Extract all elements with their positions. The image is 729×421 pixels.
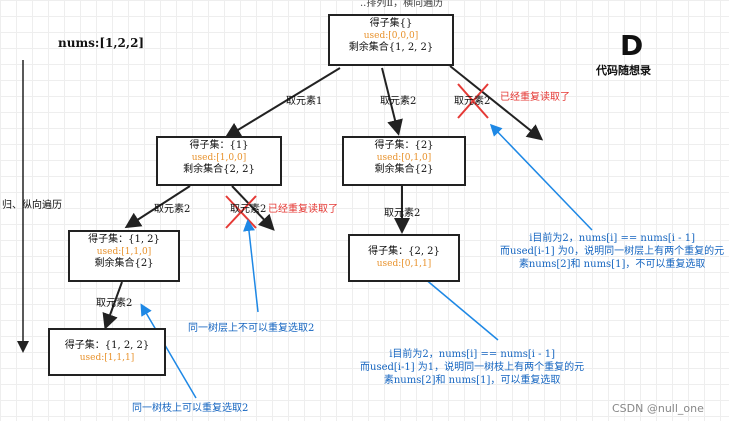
node-root-line1: 得子集{}: [369, 18, 413, 29]
blue-arrow-right: [489, 123, 593, 231]
edge-label-n12: 取元素2: [96, 298, 133, 309]
node-n22: 得子集：{2, 2} used:[0,1,1]: [348, 234, 460, 282]
csdn-watermark: CSDN @null_one: [612, 402, 704, 415]
annotation-bottom-line3: 素nums[2]和 nums[1]，可以重复选取: [383, 375, 561, 386]
dup-note-root: 已经重复读取了: [500, 92, 570, 103]
annotation-right-line1: i目前为2，nums[i] == nums[i - 1]: [529, 233, 695, 244]
blue-arrow-same-branch: [140, 303, 197, 399]
edge-n1-n12: [124, 185, 191, 229]
edge-root-n1: [224, 67, 341, 139]
node-n2-line3: 剩余集合{2}: [374, 164, 434, 175]
node-n1: 得子集：{1} used:[1,0,0] 剩余集合{2, 2}: [156, 136, 282, 186]
node-n12-line1: 得子集：{1, 2}: [88, 234, 160, 245]
edge-n12-n122: [102, 281, 123, 330]
node-n1-line1: 得子集：{1}: [189, 140, 249, 151]
edge-label-root-3: 取元素2: [454, 96, 491, 107]
node-n2: 得子集：{2} used:[0,1,0] 剩余集合{2}: [342, 136, 466, 186]
node-n2-line1: 得子集：{2}: [374, 140, 434, 151]
edge-root-dup: [449, 65, 544, 141]
node-root: 得子集{} used:[0,0,0] 剩余集合{1, 2, 2}: [328, 14, 454, 66]
dup-note-n1: 已经重复读取了: [268, 204, 338, 215]
annotation-bottom: i目前为2，nums[i] == nums[i - 1] 而used[i-1] …: [360, 348, 584, 387]
header-cut-text: ..排列Ⅱ，横向遍历: [360, 0, 444, 9]
cross-root-dup: [457, 83, 489, 119]
logo-glyph: D: [620, 29, 644, 62]
annotation-bottom-line2: 而used[i-1] 为1，说明同一树枝上有两个重复的元: [360, 362, 585, 373]
node-n12-line3: 剩余集合{2}: [94, 258, 154, 269]
node-root-used: used:[0,0,0]: [363, 31, 419, 41]
vertical-traversal-label: 归、纵向遍历: [2, 200, 62, 211]
annotation-same-branch: 同一树枝上可以重复选取2: [132, 403, 249, 414]
annotation-right: i目前为2，nums[i] == nums[i - 1] 而used[i-1] …: [500, 232, 724, 271]
node-n12-used: used:[1,1,0]: [96, 247, 152, 257]
edge-n1-dup: [231, 185, 275, 231]
node-n1-used: used:[1,0,0]: [191, 153, 247, 163]
blue-arrow-same-layer: [243, 219, 259, 313]
node-n2-used: used:[0,1,0]: [376, 153, 432, 163]
node-n12: 得子集：{1, 2} used:[1,1,0] 剩余集合{2}: [68, 230, 180, 282]
node-n22-line1: 得子集：{2, 2}: [368, 246, 440, 257]
node-n1-line3: 剩余集合{2, 2}: [183, 164, 255, 175]
annotation-bottom-line1: i目前为2，nums[i] == nums[i - 1]: [389, 349, 555, 360]
edge-label-n1-b: 取元素2: [230, 204, 267, 215]
node-root-line3: 剩余集合{1, 2, 2}: [348, 42, 434, 53]
node-n22-used: used:[0,1,1]: [376, 259, 432, 269]
node-n122: 得子集：{1, 2, 2} used:[1,1,1]: [48, 328, 166, 376]
edge-label-n1-a: 取元素2: [154, 204, 191, 215]
annotation-same-layer: 同一树层上不可以重复选取2: [188, 323, 315, 334]
edge-label-n2: 取元素2: [384, 208, 421, 219]
logo-text: 代码随想录: [596, 64, 651, 77]
edge-label-root-1: 取元素1: [286, 96, 323, 107]
annotation-right-line3: 素nums[2]和 nums[1]，不可以重复选取: [518, 259, 706, 270]
annotation-right-line2: 而used[i-1] 为0，说明同一树层上有两个重复的元: [500, 246, 725, 257]
edge-label-root-2: 取元素2: [380, 96, 417, 107]
node-n122-used: used:[1,1,1]: [79, 353, 135, 363]
nums-label: nums:[1,2,2]: [58, 36, 145, 50]
edge-root-n2: [381, 67, 403, 136]
node-n122-line1: 得子集：{1, 2, 2}: [64, 340, 150, 351]
